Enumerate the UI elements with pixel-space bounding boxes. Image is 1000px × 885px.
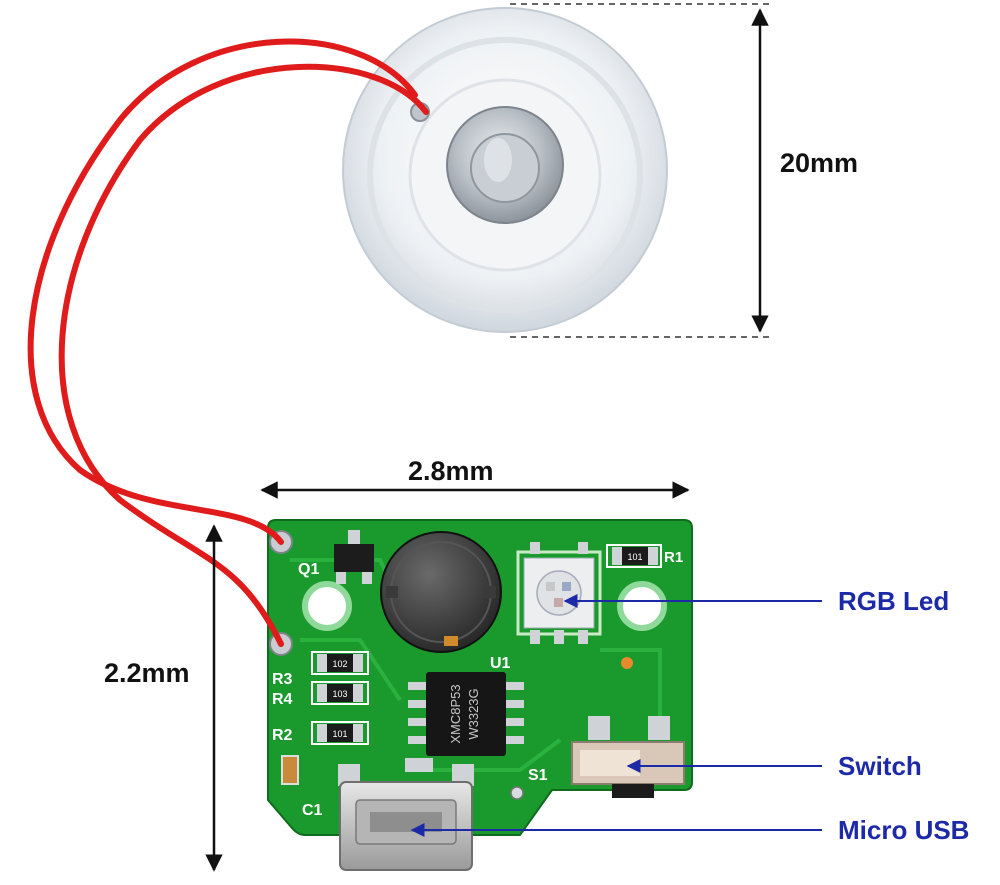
silkscreen-r4: R4	[272, 691, 293, 708]
rgb-led-callout: RGB Led	[838, 586, 950, 616]
driver-pcb: 101 R1 102 103 101	[267, 519, 693, 871]
red-wires	[27, 38, 429, 647]
atomizer-disc	[342, 7, 668, 333]
resistor-r1-code: 101	[627, 552, 642, 562]
capacitor-c1	[281, 755, 299, 785]
resistor-r2-code: 101	[332, 729, 347, 739]
resistor-r1: 101 R1	[606, 544, 683, 568]
mounting-hole-right	[617, 581, 667, 631]
chip-marking-line1: XMC8P53	[448, 684, 463, 743]
transistor-q1	[334, 544, 374, 572]
mcu-chip: XMC8P53 W3323G	[408, 672, 524, 756]
micro-usb-connector	[338, 758, 474, 871]
board-height-label: 2.2mm	[104, 658, 190, 688]
resistor-r3-code: 102	[332, 659, 347, 669]
silkscreen-c1: C1	[302, 802, 323, 819]
silkscreen-r2: R2	[272, 727, 293, 744]
disc-diameter-label: 20mm	[780, 148, 859, 178]
resistor-r2: 101	[311, 721, 369, 745]
inductor-coil	[380, 531, 502, 653]
silkscreen-r1: R1	[664, 549, 683, 566]
micro-usb-callout: Micro USB	[838, 815, 970, 845]
silkscreen-u1: U1	[490, 655, 511, 672]
switch-callout: Switch	[838, 751, 922, 781]
callout-arrows	[410, 594, 822, 837]
chip-marking-line2: W3323G	[466, 688, 481, 739]
resistor-r4: 103	[311, 681, 369, 705]
disc-dimension-indicator	[510, 3, 770, 338]
rgb-led-component	[516, 542, 602, 644]
silkscreen-s1: S1	[528, 767, 548, 784]
mounting-hole-left	[302, 581, 352, 631]
resistor-r4-code: 103	[332, 689, 347, 699]
silkscreen-r3: R3	[272, 671, 293, 688]
silkscreen-q1: Q1	[298, 561, 319, 578]
board-width-label: 2.8mm	[408, 456, 494, 486]
resistor-r3: 102	[311, 651, 369, 675]
